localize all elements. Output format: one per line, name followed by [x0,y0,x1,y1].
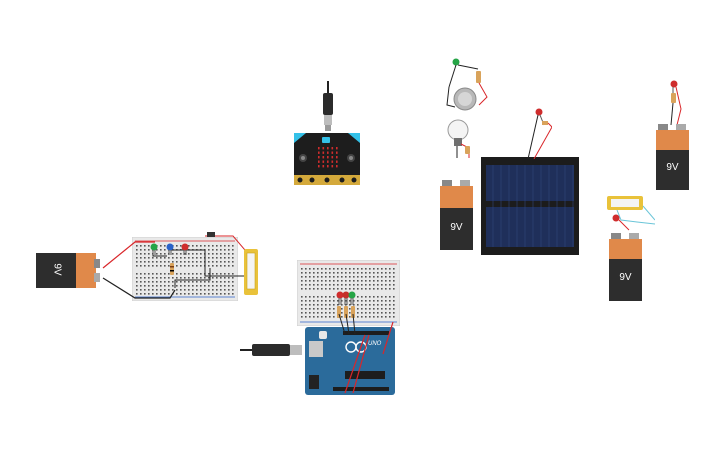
coin-cell-circuit[interactable] [443,57,491,113]
battery-label: 9V [666,162,679,173]
led-orange-center[interactable] [342,291,350,305]
led-red-solar[interactable] [520,107,552,159]
battery-9v-center[interactable]: 9V [440,180,473,250]
microbit-board[interactable] [294,133,360,187]
led-green-left[interactable] [150,243,158,255]
led-red-left[interactable] [181,243,189,255]
resistor-left[interactable] [169,263,175,275]
resistors-center[interactable] [336,306,358,320]
arduino-uno[interactable]: UNO [305,327,395,395]
battery-9v-bottom-right[interactable]: 9V [609,233,642,301]
arduino-logo-text: UNO [368,341,382,347]
battery-label: 9V [51,263,63,276]
led-red-far-right[interactable] [667,79,683,125]
led-blue-left[interactable] [166,243,174,255]
light-bulb[interactable] [445,118,473,158]
battery-label: 9V [450,222,463,233]
led-red-center[interactable] [336,291,344,305]
battery-label: 9V [619,272,632,283]
flex-sensor-horizontal[interactable] [607,196,655,234]
solar-panel[interactable] [481,157,579,255]
usb-cable-arduino[interactable] [240,340,310,360]
battery-9v-left[interactable]: 9V [36,253,106,288]
wires-arduino-breadboard [338,313,394,355]
led-green-center[interactable] [348,291,356,305]
flex-sensor-strip[interactable] [244,249,258,295]
usb-cable-microbit[interactable] [320,81,336,133]
battery-9v-far-right[interactable]: 9V [656,124,689,190]
